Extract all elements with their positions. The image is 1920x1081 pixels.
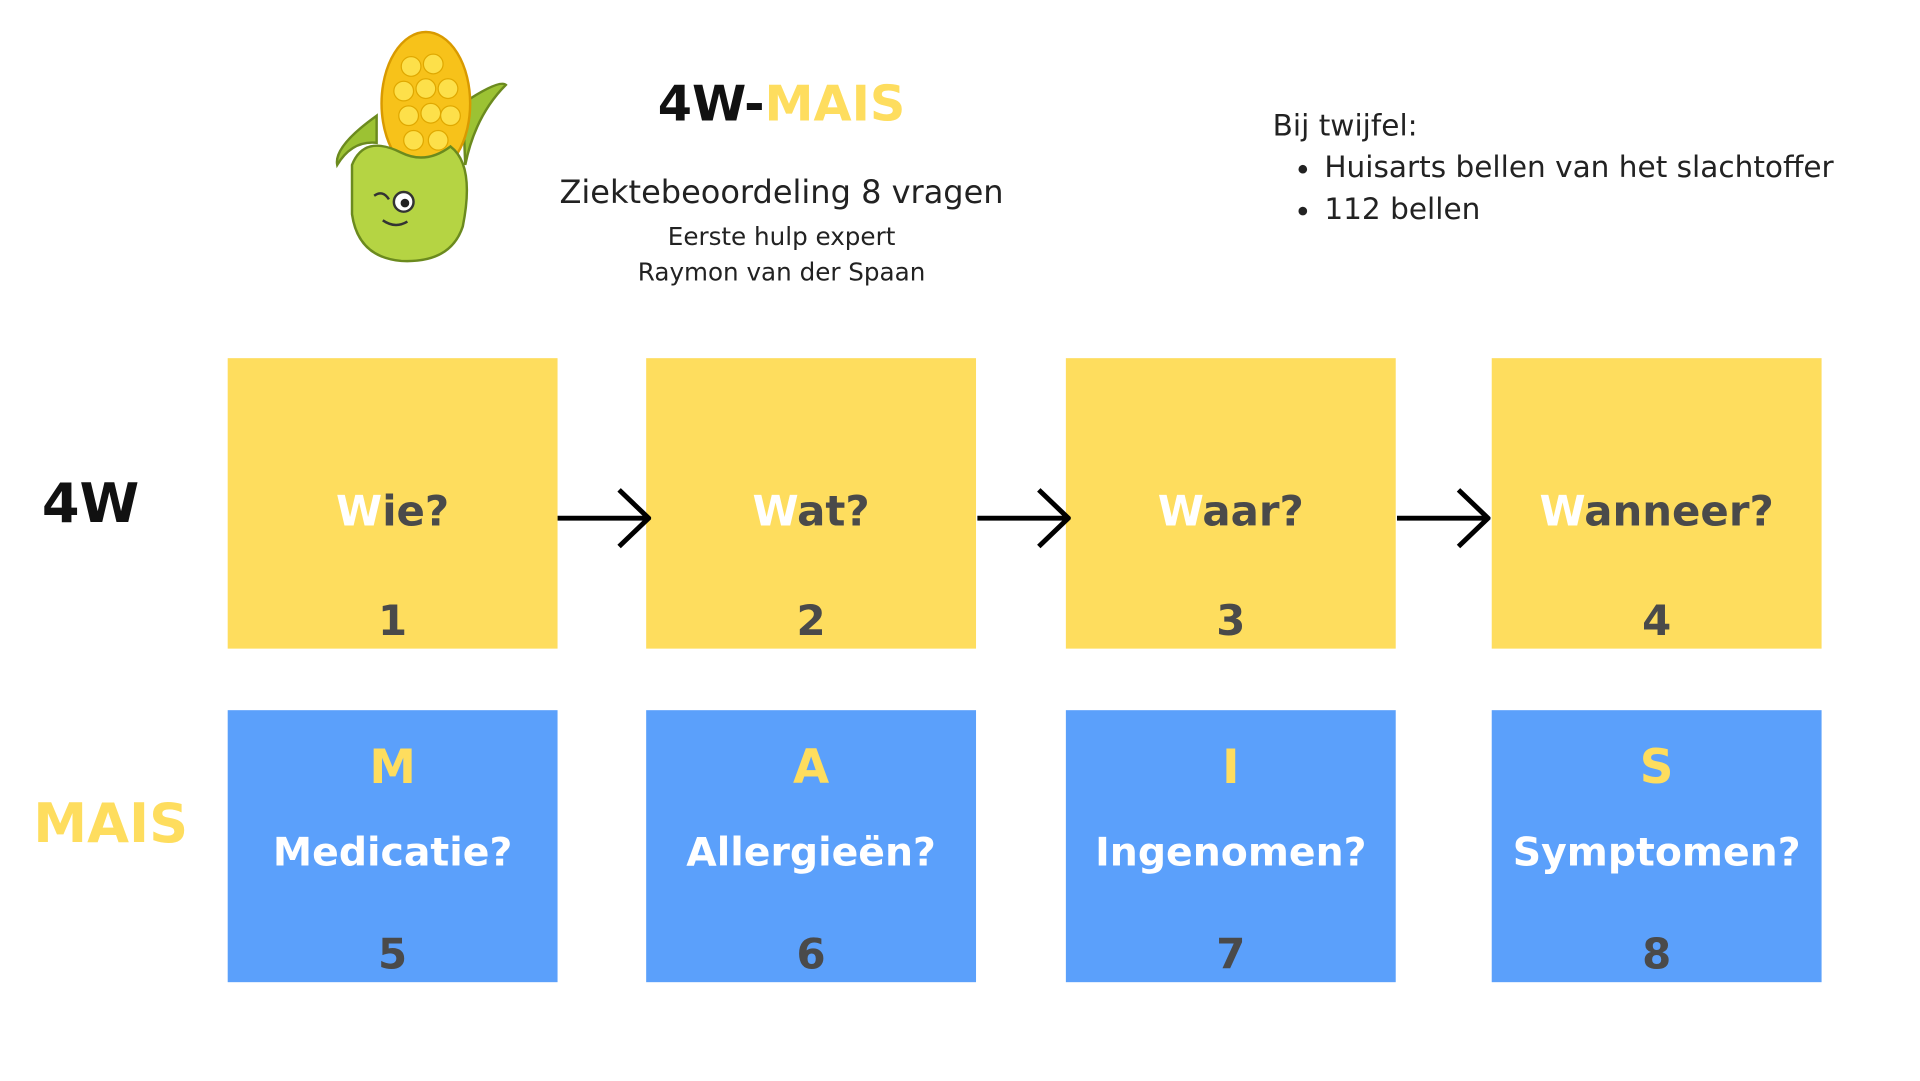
question: Ingenomen?	[1095, 828, 1367, 876]
w-box-wat: Wat? 2	[646, 358, 977, 649]
letter: A	[792, 739, 830, 794]
question: Wie?	[336, 487, 450, 537]
number: 2	[796, 596, 826, 647]
row-label-mais: MAIS	[33, 792, 189, 856]
doubt-item: 112 bellen	[1324, 192, 1833, 226]
page-title: 4W-MAIS	[657, 76, 906, 133]
w-box-wie: Wie? 1	[227, 358, 558, 649]
number: 3	[1216, 596, 1246, 647]
w-box-waar: Waar? 3	[1065, 358, 1396, 649]
number: 7	[1216, 930, 1246, 980]
w-box-wanneer: Wanneer? 4	[1491, 358, 1822, 649]
arrow-right-icon	[977, 488, 1071, 549]
corn-mascot-icon	[335, 30, 508, 263]
letter: M	[369, 739, 416, 794]
question: Symptomen?	[1512, 828, 1801, 876]
question: Waar?	[1157, 487, 1304, 537]
number: 1	[378, 596, 408, 647]
question: Wat?	[752, 487, 870, 537]
number: 8	[1642, 930, 1672, 980]
arrow-right-icon	[557, 488, 652, 549]
author-name: Raymon van der Spaan	[637, 257, 926, 287]
question: Medicatie?	[272, 828, 513, 876]
question: Wanneer?	[1539, 487, 1774, 537]
letter: S	[1639, 739, 1674, 794]
number: 4	[1642, 596, 1672, 647]
question: Allergieën?	[686, 828, 936, 876]
doubt-section: Bij twijfel: Huisarts bellen van het sla…	[1273, 108, 1834, 234]
mais-box-medicatie: M Medicatie? 5	[227, 710, 558, 983]
row-label-4w: 4W	[41, 472, 140, 536]
number: 5	[378, 930, 408, 980]
doubt-item: Huisarts bellen van het slachtoffer	[1324, 150, 1833, 184]
subtitle: Ziektebeoordeling 8 vragen	[559, 174, 1004, 212]
doubt-heading: Bij twijfel:	[1272, 108, 1418, 143]
number: 6	[796, 930, 826, 980]
mais-box-ingenomen: I Ingenomen? 7	[1065, 710, 1396, 983]
letter: I	[1222, 739, 1240, 794]
mais-box-symptomen: S Symptomen? 8	[1491, 710, 1822, 983]
mais-box-allergieen: A Allergieën? 6	[646, 710, 977, 983]
arrow-right-icon	[1396, 488, 1491, 549]
author-role: Eerste hulp expert	[667, 221, 896, 252]
